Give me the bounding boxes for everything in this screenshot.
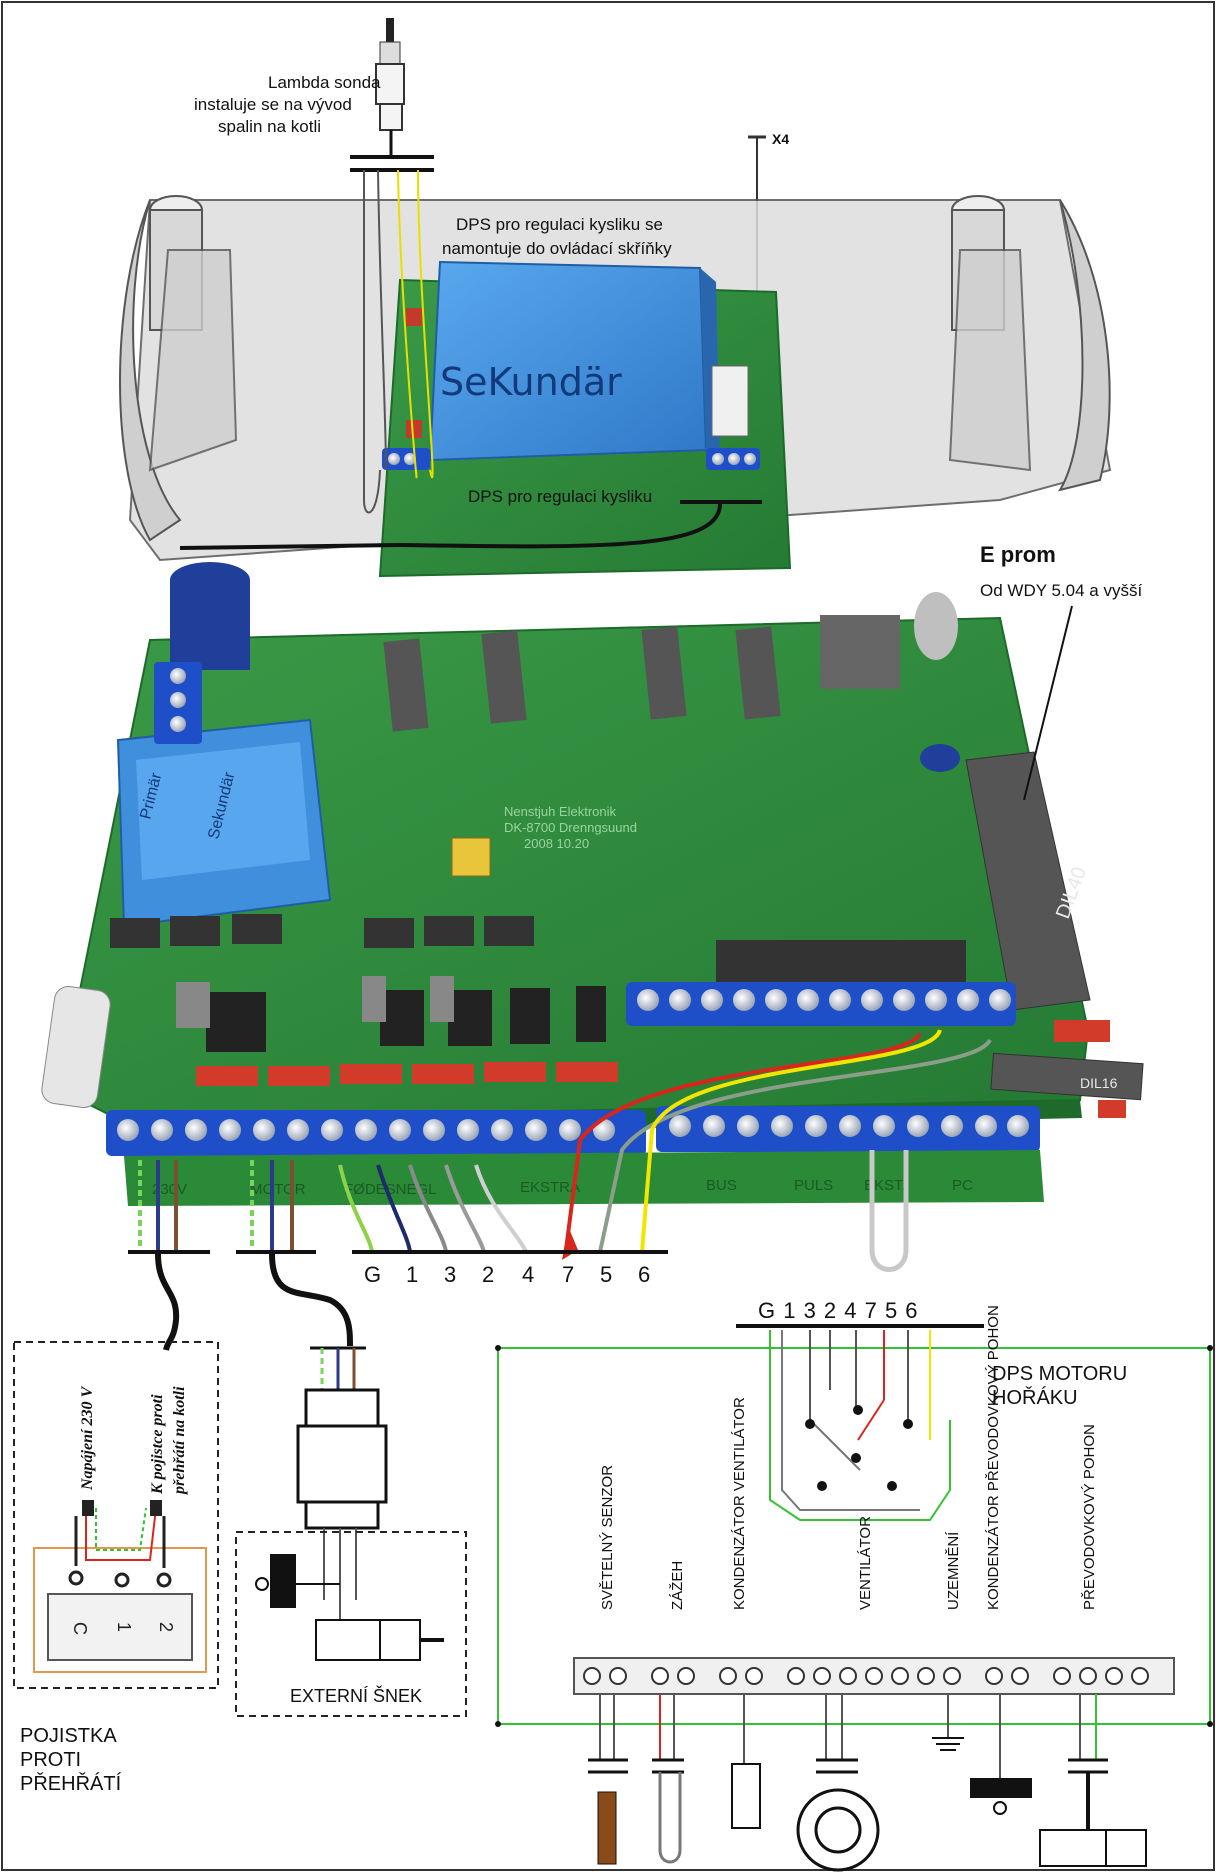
motor-pcb-terminals [573,1657,1175,1695]
fuse-caption-2: PROTI [20,1749,81,1771]
sekundar-label: SeKundär [440,360,622,404]
fuse-terminal-1: 1 [114,1622,134,1632]
lambda-label-3: spalin na kotli [218,117,321,136]
main-pcb: Primär Sekundär DIL40 DIL16 [41,562,1144,1272]
light-sensor-icon [588,1694,628,1865]
group-bus: BUS [706,1177,737,1194]
bus-num-5: 5 [600,1262,612,1287]
fuse-caption-1: POJISTKA [20,1725,117,1747]
dil16-label: DIL16 [1080,1075,1118,1091]
board-text-1: Nenstjuh Elektronik [504,804,616,819]
motor-connector [296,1346,388,1620]
bus-num-3: 3 [444,1262,456,1287]
transformer: Primär Sekundär [116,718,332,928]
bus-num-4: 4 [522,1262,534,1287]
motor-board-title-2: HOŘÁKU [992,1386,1078,1409]
terminal-strip-right-lower [656,1106,1040,1152]
red-wire-arrow [562,1226,578,1260]
extern-snek-label: EXTERNÍ ŠNEK [290,1685,422,1706]
fuse-terminal-c: C [70,1622,90,1635]
bus-num-6: 6 [638,1262,650,1287]
terminal-strip-left [106,1110,646,1156]
eprom-leader [1023,605,1073,801]
dps-oxygen-top-1: DPS pro regulaci kysliku se [456,215,663,234]
dil16-chip: DIL16 [990,1052,1144,1101]
comp-ground: UZEMNĚNÍ [945,1531,962,1610]
motor-pcb-pins [805,1405,913,1491]
sekundar-module [428,260,720,462]
fan-icon [796,1694,880,1872]
power-cable [128,1250,210,1351]
group-fodesnegl: FØDESNEGL [344,1181,437,1198]
x4-label: X4 [772,131,789,147]
power-230v-label: Napájení 230 V [79,1386,96,1491]
motor-numbers: G 1 3 2 4 7 5 6 [758,1298,919,1323]
bus-num-2: 2 [482,1262,494,1287]
group-ekstra: EKSTRA [520,1179,580,1196]
eprom-title: E prom [980,542,1056,567]
burner-motor-pcb [497,1347,1211,1725]
fan-capacitor-icon [731,1694,761,1829]
comp-ignition: ZÁŽEH [669,1561,686,1610]
group-motor: MOTOR [250,1181,306,1198]
terminal-strip-right-upper [626,982,1016,1026]
bus-num-1: 1 [406,1262,418,1287]
group-pc: PC [952,1177,973,1194]
power-transistors [206,986,606,1052]
board-text-2: DK-8700 Drenngsuund [504,820,637,835]
comp-fan-capacitor: KONDENZÁTOR VENTILÁTOR [731,1397,748,1610]
relay-row [196,1020,1126,1118]
fuse-terminal-2: 2 [156,1622,176,1632]
auger-motor-icon [315,1619,444,1661]
ground-icon [932,1694,964,1751]
bus-num-g: G [364,1262,381,1287]
auger-capacitor-icon [255,1554,340,1608]
lambda-probe [350,18,434,172]
group-230v: 230V [152,1181,187,1198]
eprom-subtitle: Od WDY 5.04 a vyšší [980,581,1142,600]
motor-cable [236,1250,353,1347]
oxygen-regulation-pcb [179,260,792,578]
terminal-wires [138,1029,992,1253]
fuse-label-2: přehřátí na kotli [171,1386,188,1496]
dps-oxygen-top-2: namontuje do ovládací skříňky [442,239,672,258]
gear-capacitor-icon [970,1694,1032,1815]
fuse-label-1: K pojistce proti [149,1394,166,1495]
motor-board-title-1: DPS MOTORU [992,1363,1127,1385]
comp-fan: VENTILÁTOR [857,1516,874,1610]
group-puls: PULS [794,1177,833,1194]
lambda-label-2: instaluje se na vývod [194,95,352,114]
burner-pcb-corner-dots [495,1345,1213,1727]
gear-drive-icon [1039,1694,1147,1867]
board-text-3: 2008 10.20 [524,836,589,851]
fuse-caption-3: PŘEHŘÁTÍ [20,1772,122,1795]
overheat-fuse [33,1500,207,1673]
comp-light-sensor: SVĚTELNÝ SENZOR [599,1465,616,1610]
comp-gear-capacitor: KONDENZÁTOR PŘEVODOVKOVÝ POHON [985,1305,1002,1610]
bus-num-7: 7 [562,1262,574,1287]
ignition-icon [652,1694,684,1864]
motor-pcb-connector [769,1330,951,1521]
fuse-dashed-box [13,1341,219,1689]
dps-oxygen-bottom: DPS pro regulaci kysliku [468,487,652,506]
lambda-label-1: Lambda sonda [268,73,381,92]
lambda-wires [363,169,434,514]
auger-dashed-box [235,1531,467,1717]
comp-gear-drive: PŘEVODOVKOVÝ POHON [1081,1424,1098,1610]
